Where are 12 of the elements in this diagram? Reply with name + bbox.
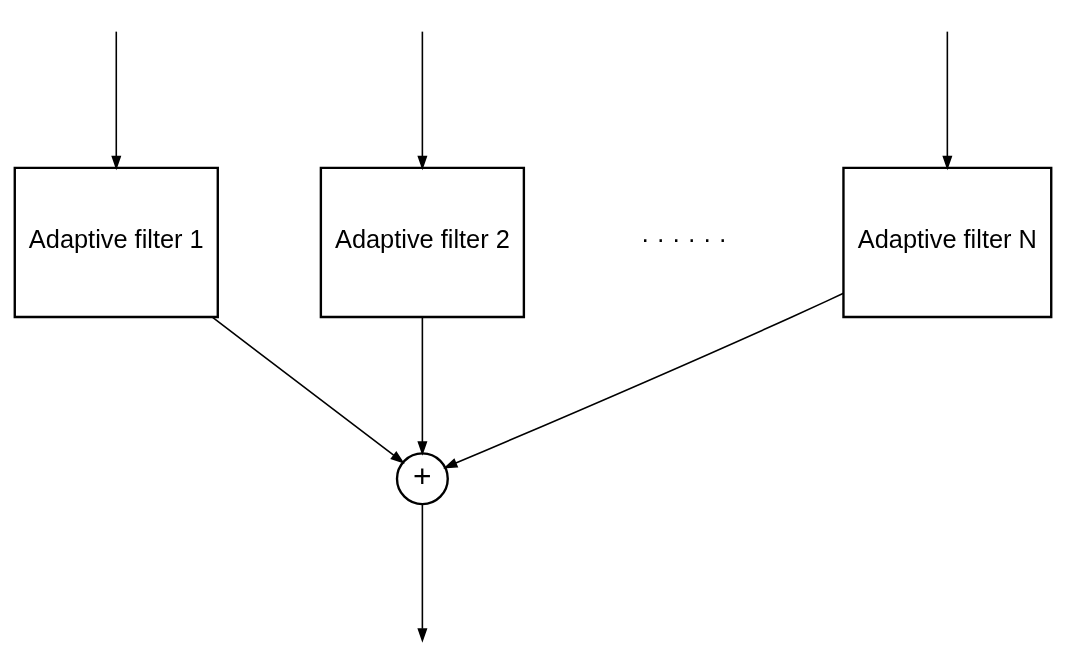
arrow [111, 30, 122, 171]
arrow [417, 503, 428, 643]
arrow [443, 292, 845, 469]
node-box: Adaptive filter N [842, 166, 1053, 319]
node-circle: + [395, 452, 449, 506]
arrow [942, 30, 953, 171]
node-box: Adaptive filter 2 [319, 166, 526, 319]
arrow [417, 30, 428, 171]
label: · · · · · · [641, 225, 728, 254]
arrow [417, 316, 428, 456]
arrow [211, 316, 405, 464]
node-box: Adaptive filter 1 [13, 166, 219, 319]
